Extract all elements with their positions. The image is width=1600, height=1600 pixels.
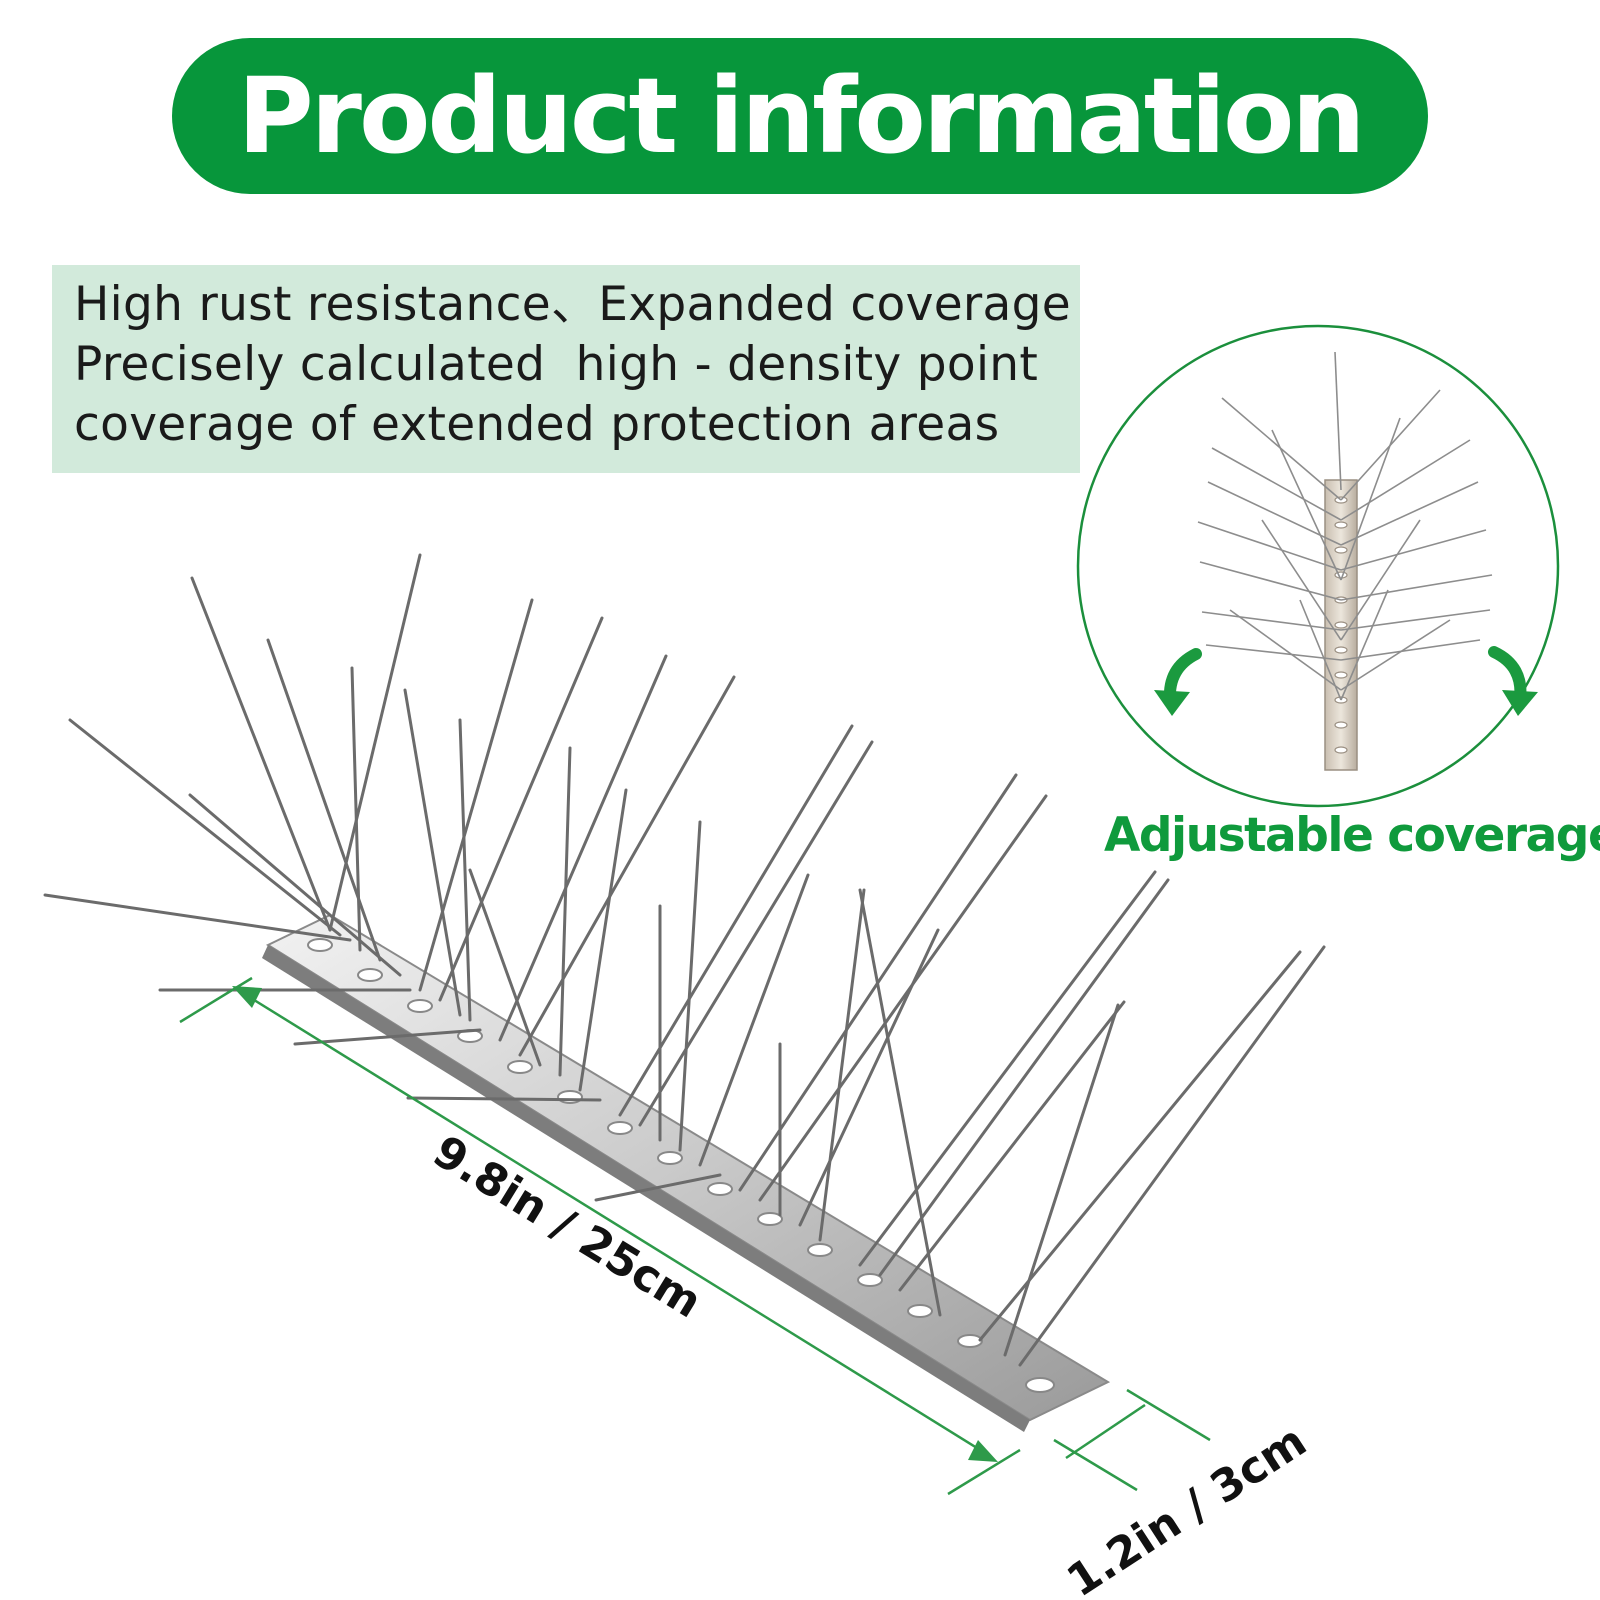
rotate-left-arrow-icon	[1154, 648, 1202, 716]
feature-box: High rust resistance、Expanded coverage P…	[52, 265, 1080, 473]
feature-line: coverage of extended protection areas	[74, 397, 1000, 452]
page-title: Product information	[237, 55, 1365, 177]
inset-spike-illustration	[1197, 351, 1493, 771]
length-arrowhead-start	[232, 986, 262, 1008]
inset-caption: Adjustable coverage	[1104, 808, 1600, 863]
title-banner: Product information	[172, 38, 1428, 194]
length-dimension-line	[179, 976, 1021, 1496]
bird-spike-strip-illustration	[43, 553, 1326, 1432]
width-dimension-line	[1053, 1388, 1211, 1492]
rotate-right-arrow-icon	[1488, 646, 1538, 716]
feature-line: High rust resistance、Expanded coverage	[74, 277, 1071, 332]
feature-line: Precisely calculated high - density poin…	[74, 337, 1039, 392]
spike-wires	[43, 553, 1326, 1367]
length-arrowhead-end	[968, 1440, 998, 1462]
width-label: 1.2in / 3cm	[1058, 1415, 1315, 1600]
strip-holes	[307, 938, 1055, 1393]
inset-circle	[1076, 324, 1560, 808]
